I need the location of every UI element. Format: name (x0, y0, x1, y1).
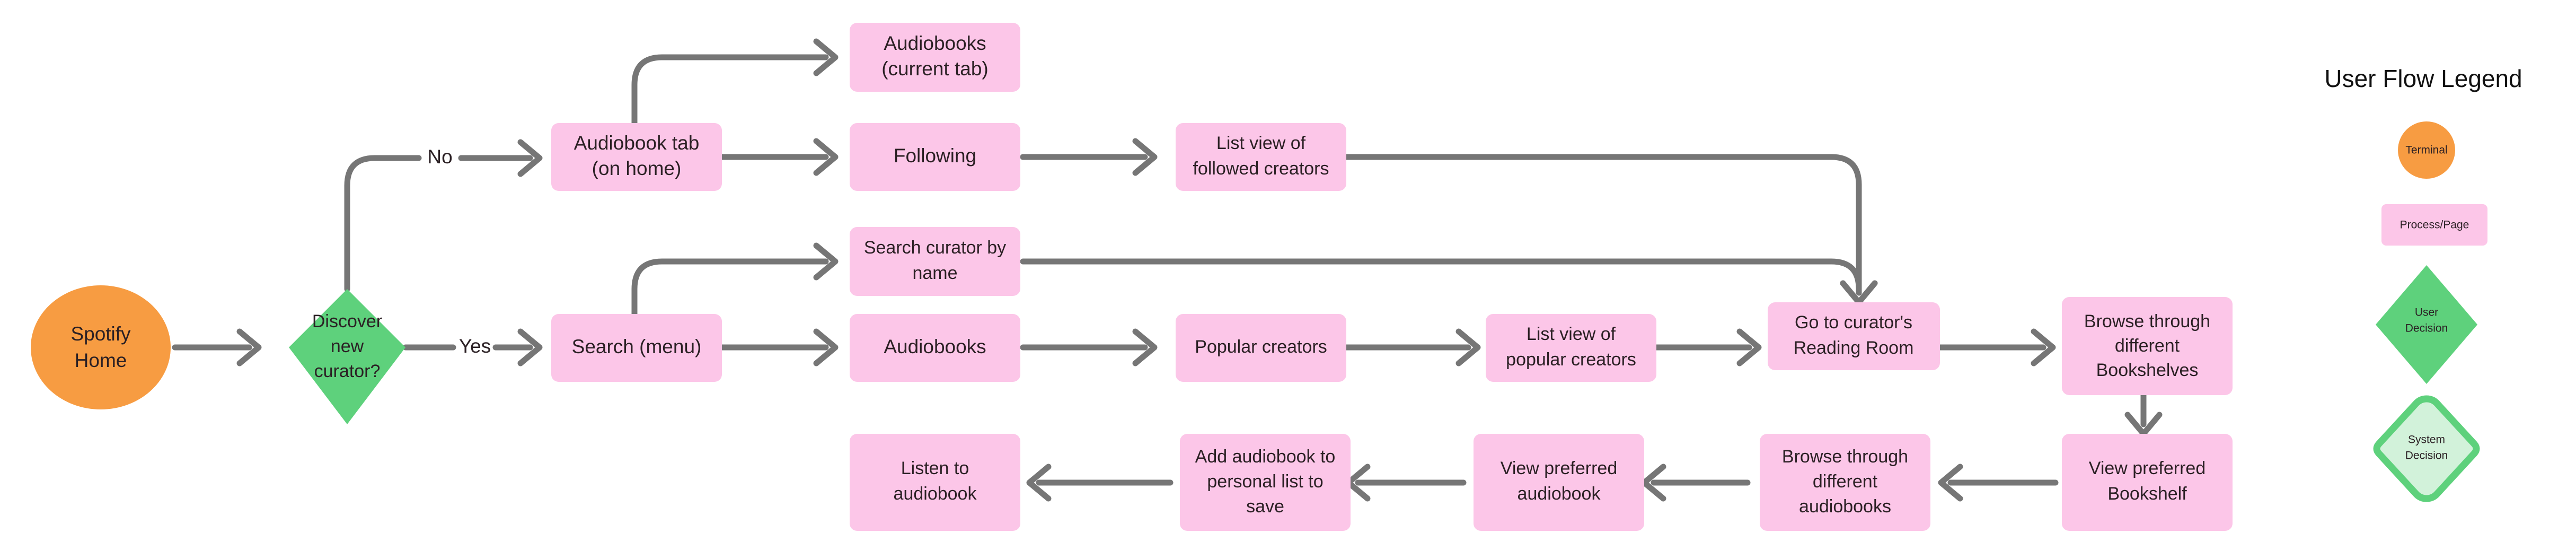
edge-reading-room-to-browse-bookshelves (1937, 328, 2056, 366)
node-audiobook-tab-line1: Audiobook tab (574, 132, 700, 154)
legend-user-decision-line1: User (2415, 307, 2438, 319)
node-view-preferred-bookshelf[interactable]: View preferred Bookshelf (2062, 434, 2233, 531)
node-view-audiobook-line1: View preferred (1501, 458, 1618, 478)
node-discover-line1: Discover (312, 311, 382, 331)
node-spotify-home-line1: Spotify (70, 323, 131, 345)
node-audiobooks-label: Audiobooks (884, 336, 986, 357)
node-audiobook-tab[interactable]: Audiobook tab (on home) (551, 123, 722, 191)
edge-view-bookshelf-to-browse-audiobooks (1938, 464, 2059, 502)
edge-discover-no-to-audiobook-tab: No (344, 139, 543, 292)
node-spotify-home-line2: Home (75, 350, 127, 371)
nodes-layer: Spotify Home Discover new curator? Audio… (31, 23, 2233, 531)
node-discover-line2: new (331, 336, 364, 356)
edge-home-to-discover (172, 328, 262, 366)
node-browse-bookshelves[interactable]: Browse through different Bookshelves (2062, 297, 2233, 395)
edge-search-curator-to-reading-room (1020, 258, 1878, 305)
edge-audiobooktab-to-audiobooks-current (631, 38, 839, 126)
node-discover-line3: curator? (314, 361, 381, 381)
node-list-followed-creators[interactable]: List view of followed creators (1176, 123, 1346, 191)
edge-audiobooktab-to-following (719, 138, 839, 176)
legend-process-label: Process/Page (2400, 219, 2469, 231)
edge-audiobooks-to-popular-creators (1020, 328, 1158, 366)
edge-popular-creators-to-popular-list (1343, 328, 1481, 366)
node-popular-creators-label: Popular creators (1195, 337, 1327, 357)
node-go-to-curator-reading-room[interactable]: Go to curator's Reading Room (1768, 302, 1940, 370)
node-search-curator-line2: name (912, 263, 957, 283)
node-audiobooks-current-line1: Audiobooks (884, 32, 986, 54)
node-spotify-home[interactable]: Spotify Home (31, 285, 171, 409)
node-browse-bookshelves-line3: Bookshelves (2096, 360, 2199, 380)
edge-view-audiobook-to-add-audiobook (1345, 464, 1467, 502)
node-view-bookshelf-line2: Bookshelf (2107, 484, 2187, 504)
edge-add-audiobook-to-listen (1026, 464, 1174, 502)
edge-browse-audiobooks-to-view-audiobook (1641, 464, 1751, 502)
node-listen-to-audiobook[interactable]: Listen to audiobook (850, 434, 1020, 531)
node-reading-room-line2: Reading Room (1794, 338, 1914, 358)
node-browse-audiobooks[interactable]: Browse through different audiobooks (1760, 434, 1930, 531)
node-search-menu-label: Search (menu) (572, 336, 702, 357)
node-add-audiobook-line2: personal list to (1207, 471, 1323, 492)
node-list-popular-creators[interactable]: List view of popular creators (1486, 314, 1656, 382)
node-audiobook-tab-line2: (on home) (592, 158, 682, 179)
node-view-preferred-audiobook[interactable]: View preferred audiobook (1474, 434, 1644, 531)
node-followed-creators-line1: List view of (1216, 133, 1306, 153)
node-browse-bookshelves-line1: Browse through (2084, 311, 2210, 331)
node-browse-bookshelves-line2: different (2115, 336, 2180, 356)
edge-label-no: No (427, 146, 452, 168)
legend-item-system-decision: System Decision (2373, 395, 2480, 502)
edges-layer: No Yes (172, 38, 2163, 502)
node-browse-audiobooks-line1: Browse through (1782, 447, 1908, 467)
node-browse-audiobooks-line2: different (1813, 471, 1878, 492)
node-popular-list-line2: popular creators (1506, 350, 1636, 370)
node-audiobooks[interactable]: Audiobooks (850, 314, 1020, 382)
node-add-audiobook-to-list[interactable]: Add audiobook to personal list to save (1180, 434, 1351, 531)
node-view-audiobook-line2: audiobook (1518, 484, 1601, 504)
node-listen-audiobook-line1: Listen to (901, 458, 969, 478)
node-discover-new-curator[interactable]: Discover new curator? (289, 289, 405, 424)
edge-searchmenu-to-audiobooks (719, 328, 839, 366)
node-reading-room-line1: Go to curator's (1795, 312, 1912, 333)
legend-panel: User Flow Legend Terminal Process/Page U… (2324, 65, 2522, 502)
node-following-label: Following (894, 145, 976, 167)
edge-searchmenu-to-search-curator (631, 242, 839, 317)
edge-label-yes: Yes (459, 335, 491, 357)
legend-user-decision-line2: Decision (2405, 322, 2448, 335)
node-search-menu[interactable]: Search (menu) (551, 314, 722, 382)
node-add-audiobook-line1: Add audiobook to (1195, 447, 1336, 467)
edge-popular-list-to-reading-room (1653, 328, 1762, 366)
legend-system-decision-line2: Decision (2405, 450, 2448, 462)
edge-discover-yes-to-search: Yes (402, 328, 543, 366)
legend-title: User Flow Legend (2324, 65, 2522, 92)
node-view-bookshelf-line1: View preferred (2089, 458, 2206, 478)
node-listen-audiobook-line2: audiobook (894, 484, 977, 504)
node-audiobooks-current-line2: (current tab) (881, 58, 989, 80)
node-search-curator-by-name[interactable]: Search curator by name (850, 227, 1020, 296)
edge-following-to-followed-creators (1020, 138, 1158, 176)
legend-item-terminal: Terminal (2398, 121, 2455, 179)
node-browse-audiobooks-line3: audiobooks (1799, 496, 1891, 517)
node-popular-list-line1: List view of (1527, 324, 1616, 344)
legend-item-process-page: Process/Page (2381, 204, 2487, 246)
node-add-audiobook-line3: save (1246, 496, 1284, 517)
node-audiobooks-current-tab[interactable]: Audiobooks (current tab) (850, 23, 1020, 92)
node-followed-creators-line2: followed creators (1193, 159, 1329, 179)
legend-terminal-label: Terminal (2405, 144, 2447, 156)
legend-item-user-decision: User Decision (2376, 265, 2477, 384)
node-popular-creators[interactable]: Popular creators (1176, 314, 1346, 382)
edge-browse-bookshelves-to-view-bookshelf (2124, 392, 2163, 437)
edge-followed-creators-to-reading-room (1343, 154, 1878, 305)
node-search-curator-line1: Search curator by (864, 238, 1006, 258)
node-following[interactable]: Following (850, 123, 1020, 191)
legend-system-decision-line1: System (2408, 434, 2445, 446)
